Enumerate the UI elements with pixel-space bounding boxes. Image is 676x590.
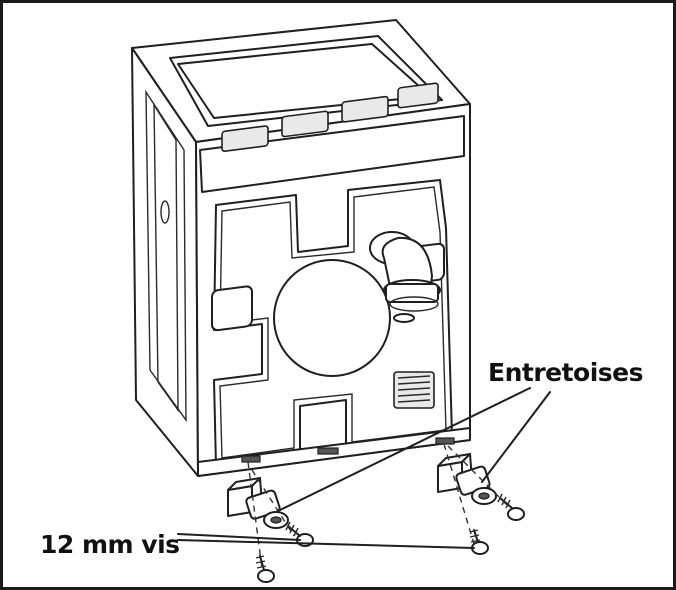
- right-spacer-bracket: [437, 453, 497, 505]
- dryer-back-panel: [195, 82, 471, 477]
- alignment-dashes: [247, 443, 511, 569]
- screw-left-lower: [255, 555, 275, 583]
- screw-right-upper: [497, 493, 525, 521]
- drum-cover-circle: [273, 259, 391, 377]
- screws-label: 12 mm vis: [40, 530, 180, 559]
- exhaust-elbow: [369, 231, 441, 323]
- spacers-label: Entretoises: [488, 358, 644, 387]
- screws-leader-lines: [177, 533, 475, 549]
- spacers-leader-lines: [275, 387, 551, 513]
- left-spacer-bracket: [227, 477, 289, 529]
- top-vent-slots: [221, 82, 439, 153]
- lower-vent-grille: [393, 371, 435, 409]
- screw-right-lower: [469, 529, 489, 555]
- dryer-side-panel: [131, 47, 199, 477]
